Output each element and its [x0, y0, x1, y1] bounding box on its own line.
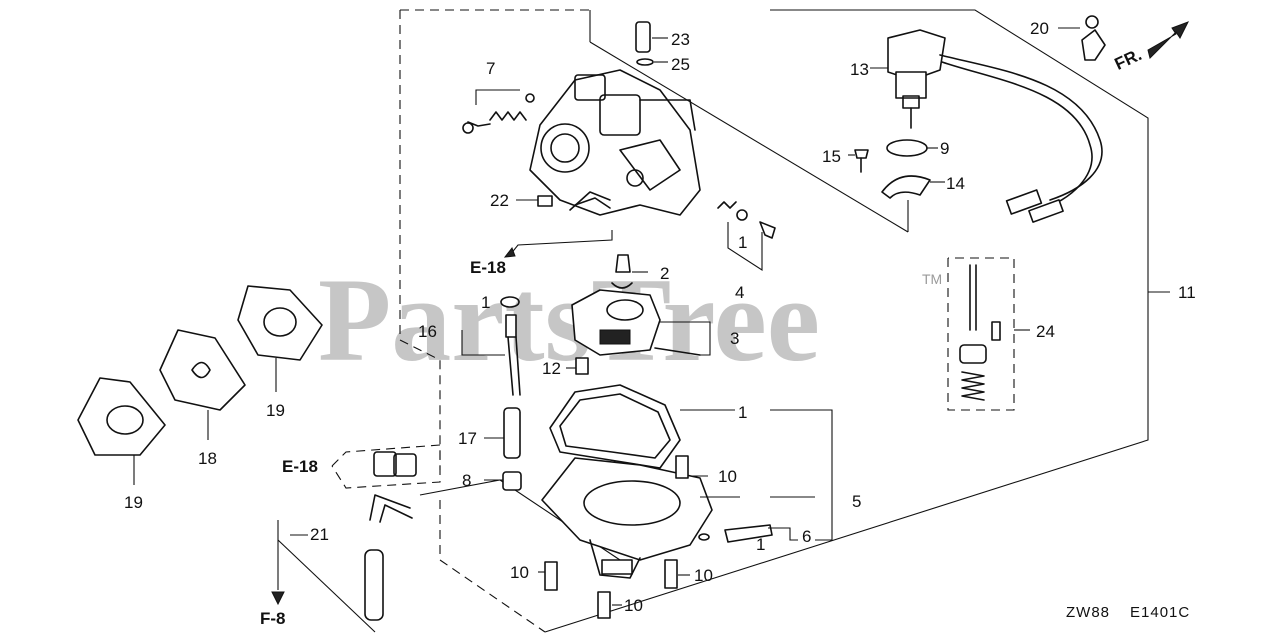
- kit-24-box: [947, 257, 1030, 411]
- diagram-code-right: E1401C: [1130, 604, 1190, 621]
- callout-20: 20: [1030, 19, 1049, 38]
- callout-14: 14: [946, 174, 965, 193]
- callout-1-a: 1: [738, 233, 747, 252]
- fuel-cut-solenoid: [870, 29, 1103, 223]
- callout-25: 25: [671, 55, 690, 74]
- insulator-18: [159, 329, 246, 440]
- diagram-code-left: ZW88: [1066, 604, 1110, 621]
- callout-9: 9: [940, 139, 949, 158]
- e18-top-arrow-icon: [503, 230, 613, 258]
- e18-ref-part: [331, 444, 441, 489]
- callout-23: 23: [671, 30, 690, 49]
- insulator-19-left: [77, 377, 166, 485]
- ref-e18-left: E-18: [282, 457, 318, 476]
- callout-19-b: 19: [266, 401, 285, 420]
- float-chamber: [541, 409, 833, 579]
- callout-12: 12: [542, 359, 561, 378]
- solenoid-oring-clamp: [848, 139, 945, 199]
- callout-1-b: 1: [481, 293, 490, 312]
- callout-labels: 7 23 25 22 1 4 2 1 16 3 12 1 17 10 8 5 1…: [124, 19, 1196, 615]
- wire-clip-icon: [1058, 15, 1106, 61]
- screw-22-icon: [516, 195, 611, 209]
- callout-1-c: 1: [738, 403, 747, 422]
- callout-19-a: 19: [124, 493, 143, 512]
- callout-1-d: 1: [756, 535, 765, 554]
- drain-screw-icon: [698, 524, 798, 543]
- ref-e18-top: E-18: [470, 258, 506, 277]
- float-valve-icon: [611, 254, 648, 289]
- callout-6: 6: [802, 527, 811, 546]
- insulator-19-right: [237, 285, 323, 392]
- assembly-outline: [277, 9, 1149, 633]
- callout-13: 13: [850, 60, 869, 79]
- callout-10-d: 10: [624, 596, 643, 615]
- watermark: PartsTree: [318, 253, 820, 386]
- ref-f8: F-8: [260, 609, 286, 628]
- watermark-tm: TM: [922, 271, 942, 287]
- callout-24: 24: [1036, 322, 1055, 341]
- callout-10-a: 10: [718, 467, 737, 486]
- callout-10-c: 10: [694, 566, 713, 585]
- front-direction-label: FR.: [1112, 45, 1145, 74]
- callout-8: 8: [462, 471, 471, 490]
- callout-4: 4: [735, 283, 744, 302]
- callout-2: 2: [660, 264, 669, 283]
- callout-11: 11: [1178, 283, 1196, 302]
- main-nozzle-icon: [461, 296, 522, 491]
- callout-3: 3: [730, 329, 739, 348]
- pilot-screw-icon: [462, 89, 535, 134]
- callout-17: 17: [458, 429, 477, 448]
- float-icon: [571, 289, 711, 356]
- callout-16: 16: [418, 322, 437, 341]
- callout-5: 5: [852, 492, 861, 511]
- callout-10-b: 10: [510, 563, 529, 582]
- bolt-10-icons: [538, 455, 708, 619]
- callout-7: 7: [486, 59, 495, 78]
- carburetor-body: [529, 69, 701, 216]
- callout-22: 22: [490, 191, 509, 210]
- callout-15: 15: [822, 147, 841, 166]
- needle-jet-icon: [635, 21, 668, 66]
- callout-21: 21: [310, 525, 329, 544]
- f8-arrow-icon: [271, 591, 285, 606]
- front-direction-arrow-icon: FR.: [1112, 21, 1190, 74]
- screw-12-icon: [566, 357, 589, 375]
- float-chamber-gasket: [549, 384, 735, 469]
- fuel-hose-21: [290, 494, 413, 621]
- callout-18: 18: [198, 449, 217, 468]
- jet-screw-icon: [717, 201, 776, 272]
